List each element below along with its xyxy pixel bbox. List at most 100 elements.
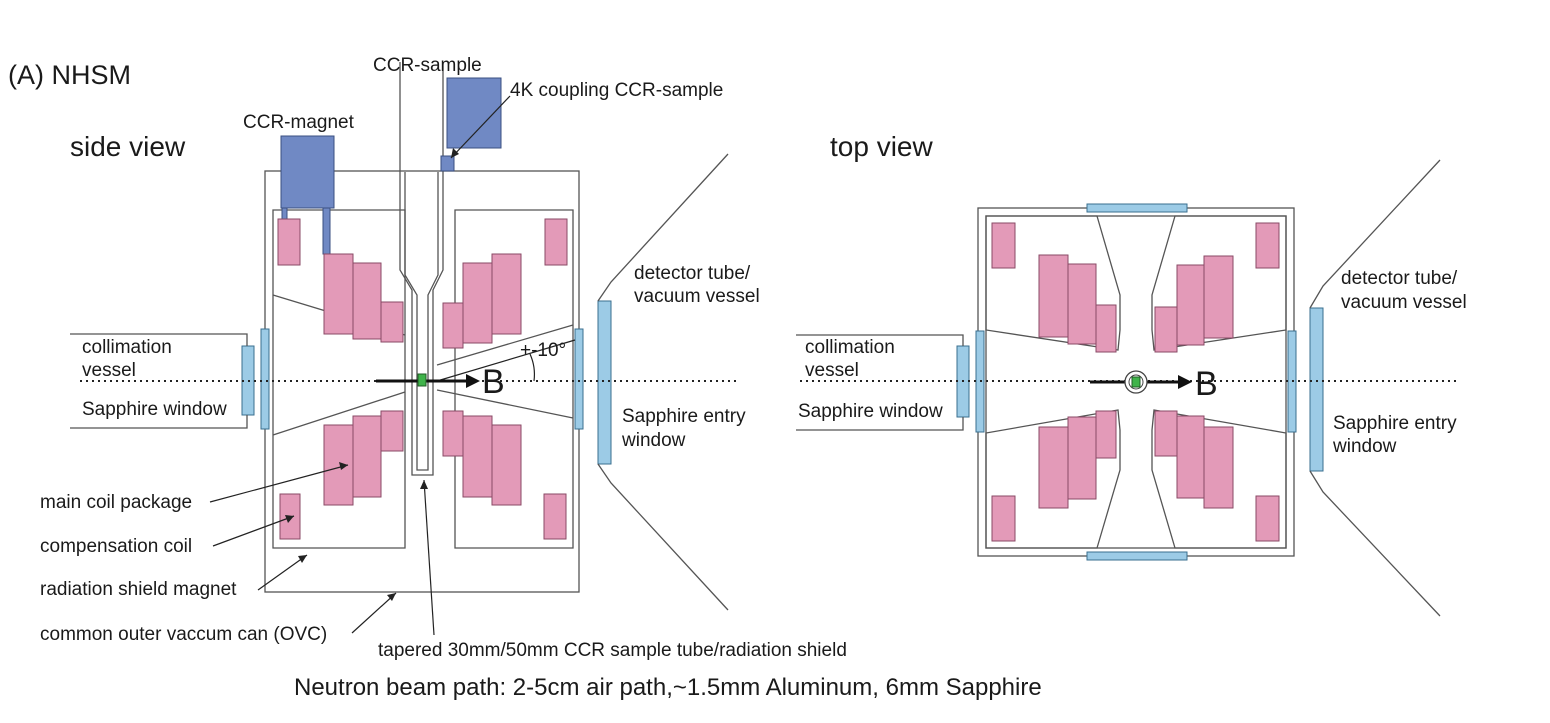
top-comp-coil-ur	[1255, 222, 1280, 269]
top-sapphire-window-label: Sapphire window	[798, 401, 943, 422]
angle-label: +-10°	[520, 340, 566, 361]
taper-lower-left	[272, 391, 406, 436]
main-coil-ll-1	[323, 424, 354, 506]
top-view: top view	[796, 131, 1467, 617]
top-main-coil-lr-2	[1176, 415, 1205, 499]
coupling-leader-head	[451, 148, 459, 158]
top-main-coil-ur-1	[1154, 306, 1178, 353]
side-field-label: B	[482, 363, 505, 401]
taper-upper-right	[436, 324, 574, 366]
ovc-leader-head	[387, 593, 396, 601]
beam-path-caption: Neutron beam path: 2-5cm air path,~1.5mm…	[294, 674, 1042, 701]
top-coils	[991, 222, 1280, 542]
ccr-sample-tube-inner	[404, 172, 439, 471]
coupling-label: 4K coupling CCR-sample	[510, 80, 723, 101]
compensation-coil-upper-left	[277, 218, 301, 266]
radiation-shield-left-half	[272, 209, 406, 549]
side-b-arrow-head	[466, 374, 480, 388]
side-sapphire-entry-label-1: Sapphire entry	[622, 406, 746, 427]
top-shield-quadrant-lr	[1151, 409, 1287, 549]
side-view: side view	[40, 55, 847, 661]
top-window-upper	[1086, 203, 1188, 213]
ccr-magnet-label: CCR-magnet	[243, 112, 355, 133]
top-main-coil-lr-3	[1203, 426, 1234, 509]
tapered-tube-leader	[423, 479, 435, 636]
main-coil-lr-1	[442, 410, 464, 457]
coupling-4k-block	[440, 155, 455, 172]
main-coil-label: main coil package	[40, 492, 192, 513]
top-shield-quadrant-ul	[985, 215, 1121, 351]
radiation-shield-label: radiation shield magnet	[40, 579, 237, 600]
top-sapphire-entry-label-2: window	[1332, 436, 1397, 457]
top-comp-coil-lr	[1255, 495, 1280, 542]
ccr-magnet-box	[280, 135, 335, 209]
side-detector-label-1: detector tube/	[634, 263, 751, 284]
main-coil-ul-2	[352, 262, 382, 340]
ovc-label: common outer vaccum can (OVC)	[40, 624, 327, 645]
top-main-coil-ur-2	[1176, 264, 1205, 346]
radiation-shield-leader	[257, 554, 308, 591]
tapered-tube-leader-head	[420, 480, 428, 489]
side-coils	[277, 218, 568, 540]
top-collimation-label-1: collimation	[805, 337, 895, 358]
top-collimation-label-2: vessel	[805, 360, 859, 381]
side-detector-label-2: vacuum vessel	[634, 286, 760, 307]
main-coil-ur-3	[491, 253, 522, 335]
top-main-coil-ul-2	[1067, 263, 1097, 345]
side-sapphire-entry-window-inner	[574, 328, 584, 430]
top-detector-label-1: detector tube/	[1341, 268, 1458, 289]
ccr-magnet-link-2	[322, 207, 331, 255]
top-sample	[1131, 376, 1141, 388]
top-detector-window	[1309, 307, 1324, 472]
side-view-title: side view	[70, 131, 186, 162]
ccr-sample-label: CCR-sample	[373, 55, 482, 76]
side-detector-window	[597, 300, 612, 465]
tapered-tube-label: tapered 30mm/50mm CCR sample tube/radiat…	[378, 640, 847, 661]
main-coil-ur-1	[442, 302, 464, 349]
side-collimation-label-2: vessel	[82, 360, 136, 381]
top-comp-coil-ul	[991, 222, 1016, 269]
top-comp-coil-ll	[991, 495, 1016, 542]
top-b-arrow-head	[1178, 375, 1192, 389]
main-coil-leader-head	[339, 462, 348, 470]
compensation-coil-leader	[212, 515, 295, 547]
main-coil-lr-3	[491, 424, 522, 506]
top-main-coil-ll-2	[1067, 416, 1097, 500]
angle-line	[436, 339, 576, 382]
top-detector-tube-lower	[1309, 470, 1441, 617]
collimation-vessel-top	[70, 333, 248, 346]
top-main-coil-ul-3	[1095, 304, 1117, 353]
top-collimation-bottom	[796, 417, 964, 431]
detector-tube-lower	[597, 463, 729, 611]
angle-arc	[529, 353, 536, 382]
main-coil-ll-3	[380, 410, 404, 452]
compensation-coil-lower-right	[543, 493, 567, 540]
side-sapphire-window-label: Sapphire window	[82, 399, 227, 420]
top-view-title: top view	[830, 131, 933, 162]
coupling-leader	[450, 95, 511, 159]
top-main-coil-ur-3	[1203, 255, 1234, 339]
main-coil-ur-2	[462, 262, 493, 344]
main-coil-lr-2	[462, 415, 493, 498]
main-coil-ul-1	[323, 253, 354, 335]
collimation-vessel-bottom	[70, 415, 248, 429]
top-main-coil-ll-3	[1095, 410, 1117, 459]
detector-tube-upper	[597, 153, 729, 302]
side-collimation-label-1: collimation	[82, 337, 172, 358]
compensation-coil-label: compensation coil	[40, 536, 192, 557]
main-coil-ll-2	[352, 415, 382, 498]
ccr-sample-tube-outer	[399, 62, 444, 476]
ovc-leader	[351, 592, 397, 634]
taper-lower-right	[436, 389, 574, 419]
radiation-shield-leader-head	[298, 555, 307, 563]
top-shield-quadrant-ll	[985, 409, 1121, 549]
side-sapphire-entry-label-2: window	[621, 430, 686, 451]
compensation-coil-leader-head	[285, 515, 294, 523]
top-window-lower	[1086, 551, 1188, 561]
top-detector-tube-upper	[1309, 159, 1441, 309]
side-sample	[417, 373, 427, 387]
top-main-coil-ul-1	[1038, 254, 1069, 338]
top-field-label: B	[1195, 365, 1218, 403]
